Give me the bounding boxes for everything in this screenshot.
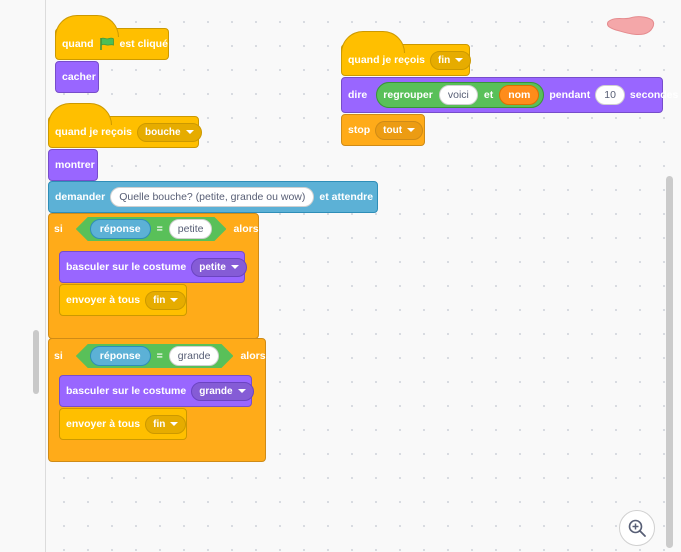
- broadcast-value-1: fin: [153, 294, 166, 306]
- join-label: regrouper: [383, 89, 433, 101]
- chevron-down-icon: [455, 58, 464, 62]
- broadcast-label-1: envoyer à tous: [66, 294, 141, 306]
- chevron-down-icon: [407, 128, 416, 132]
- broadcast-block-2[interactable]: envoyer à tous fin: [59, 408, 187, 440]
- pendant-label: pendant: [549, 89, 591, 101]
- broadcast-block-1[interactable]: envoyer à tous fin: [59, 284, 187, 316]
- switch-costume-label-1: basculer sur le costume: [66, 261, 187, 273]
- chevron-down-icon: [170, 422, 179, 426]
- hide-label: cacher: [62, 71, 96, 83]
- costume-dropdown-1[interactable]: petite: [191, 257, 247, 277]
- left-scrollbar[interactable]: [33, 330, 39, 394]
- message-dropdown[interactable]: bouche: [137, 122, 202, 142]
- equals-operator-1[interactable]: réponse = petite: [76, 217, 227, 241]
- ask-and-wait-block[interactable]: demander Quelle bouche? (petite, grande …: [48, 181, 378, 213]
- switch-costume-block-1[interactable]: basculer sur le costume petite: [59, 251, 247, 283]
- if-2-header[interactable]: si réponse = grande alors: [48, 338, 266, 374]
- if-1-si-label: si: [54, 223, 63, 235]
- show-label: montrer: [55, 159, 95, 171]
- message-dropdown-3[interactable]: fin: [430, 50, 472, 70]
- if-1-alors-label: alors: [233, 223, 259, 235]
- join-first-input[interactable]: voici: [438, 85, 478, 105]
- message-value-3: fin: [438, 54, 451, 66]
- sprite-thumbnail-icon: [607, 16, 655, 35]
- if-2-si-label: si: [54, 350, 63, 362]
- and-wait-label: et attendre: [319, 191, 374, 203]
- when-receive-label-3: quand je reçois: [348, 54, 426, 66]
- equals-sign-2: =: [156, 350, 163, 362]
- broadcast-value-2: fin: [153, 418, 166, 430]
- seconds-input[interactable]: 10: [595, 85, 625, 105]
- when-i-receive-fin-block[interactable]: quand je reçois fin: [341, 31, 472, 76]
- name-variable-reporter[interactable]: nom: [499, 85, 540, 105]
- stop-dropdown[interactable]: tout: [375, 120, 424, 140]
- message-value: bouche: [145, 126, 181, 138]
- chevron-down-icon: [230, 265, 239, 269]
- switch-costume-label-2: basculer sur le costume: [66, 385, 187, 397]
- green-flag-icon: [99, 37, 114, 50]
- broadcast-label-2: envoyer à tous: [66, 418, 141, 430]
- equals-value-2[interactable]: grande: [169, 346, 220, 366]
- costume-dropdown-2[interactable]: grande: [191, 381, 254, 401]
- when-label: quand: [62, 38, 94, 50]
- equals-sign-1: =: [156, 223, 163, 235]
- zoom-in-button[interactable]: [619, 510, 655, 546]
- ask-text-input[interactable]: Quelle bouche? (petite, grande ou wow): [110, 187, 315, 207]
- equals-value-1[interactable]: petite: [169, 219, 213, 239]
- costume-value-2: grande: [199, 385, 233, 397]
- answer-reporter-2[interactable]: réponse: [90, 346, 151, 366]
- stop-block[interactable]: stop tout: [341, 114, 425, 146]
- say-label: dire: [348, 89, 368, 101]
- chevron-down-icon: [237, 389, 246, 393]
- show-block[interactable]: montrer: [48, 149, 98, 181]
- equals-operator-2[interactable]: réponse = grande: [76, 344, 234, 368]
- hide-block[interactable]: cacher: [55, 61, 99, 93]
- broadcast-dropdown-1[interactable]: fin: [145, 290, 187, 310]
- chevron-down-icon: [185, 130, 194, 134]
- chevron-down-icon: [170, 298, 179, 302]
- switch-costume-block-2[interactable]: basculer sur le costume grande: [59, 375, 254, 407]
- stop-label: stop: [348, 124, 371, 136]
- costume-value-1: petite: [199, 261, 226, 273]
- say-for-seconds-block[interactable]: dire regrouper voici et nom pendant 10 s…: [341, 77, 678, 113]
- left-gutter: [0, 0, 46, 552]
- if-1-header[interactable]: si réponse = petite alors: [48, 213, 259, 245]
- answer-reporter-1[interactable]: réponse: [90, 219, 151, 239]
- broadcast-dropdown-2[interactable]: fin: [145, 414, 187, 434]
- join-operator[interactable]: regrouper voici et nom: [376, 82, 545, 108]
- zoom-in-icon: [628, 519, 646, 537]
- clicked-label: est cliqué: [119, 38, 168, 50]
- when-receive-label: quand je reçois: [55, 126, 133, 138]
- stop-value: tout: [383, 124, 403, 136]
- ask-label: demander: [55, 191, 106, 203]
- when-flag-clicked-block[interactable]: quand est cliqué: [55, 15, 169, 60]
- secondes-label: secondes: [629, 89, 679, 101]
- when-i-receive-bouche-block[interactable]: quand je reçois bouche: [48, 103, 202, 148]
- join-et-label: et: [483, 89, 494, 101]
- right-scrollbar[interactable]: [666, 176, 673, 548]
- if-2-alors-label: alors: [240, 350, 266, 362]
